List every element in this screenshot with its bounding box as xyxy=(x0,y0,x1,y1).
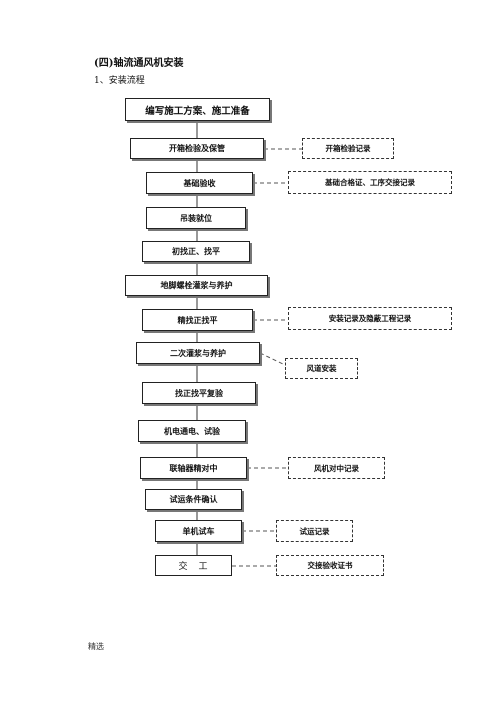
record-duct: 风道安装 xyxy=(285,358,358,379)
flow-subheading: 1、安装流程 xyxy=(94,76,145,86)
step-trial-conditions: 试运条件确认 xyxy=(145,489,242,510)
page-footer: 精选 xyxy=(88,642,104,651)
step-anchor-grouting: 地脚螺栓灌浆与养护 xyxy=(125,275,268,296)
step-power-test: 机电通电、试验 xyxy=(138,420,246,442)
step-single-trial: 单机试车 xyxy=(155,520,242,542)
step-initial-alignment: 初找正、找平 xyxy=(142,241,250,262)
record-coupling: 风机对中记录 xyxy=(288,457,385,479)
step-foundation-acceptance: 基础验收 xyxy=(146,172,253,194)
record-foundation: 基础合格证、工序交接记录 xyxy=(288,171,452,194)
record-link-duct xyxy=(259,352,286,366)
step-hoisting: 吊装就位 xyxy=(146,207,246,229)
step-alignment-recheck: 找正找平复验 xyxy=(142,382,256,404)
record-fine-alignment: 安装记录及隐蔽工程记录 xyxy=(288,307,452,330)
step-fine-alignment: 精找正找平 xyxy=(142,309,253,331)
step-coupling-alignment: 联轴器精对中 xyxy=(140,457,247,479)
record-trial: 试运记录 xyxy=(276,520,353,542)
step-handover: 交 工 xyxy=(155,555,232,576)
section-heading: (四)轴流通风机安装 xyxy=(94,58,184,69)
step-secondary-grouting: 二次灌浆与养护 xyxy=(136,342,260,364)
record-handover: 交接验收证书 xyxy=(276,555,384,576)
step-prepare: 编写施工方案、施工准备 xyxy=(125,98,270,121)
record-unpacking: 开箱检验记录 xyxy=(302,138,394,159)
step-unpacking: 开箱检验及保管 xyxy=(130,138,264,159)
